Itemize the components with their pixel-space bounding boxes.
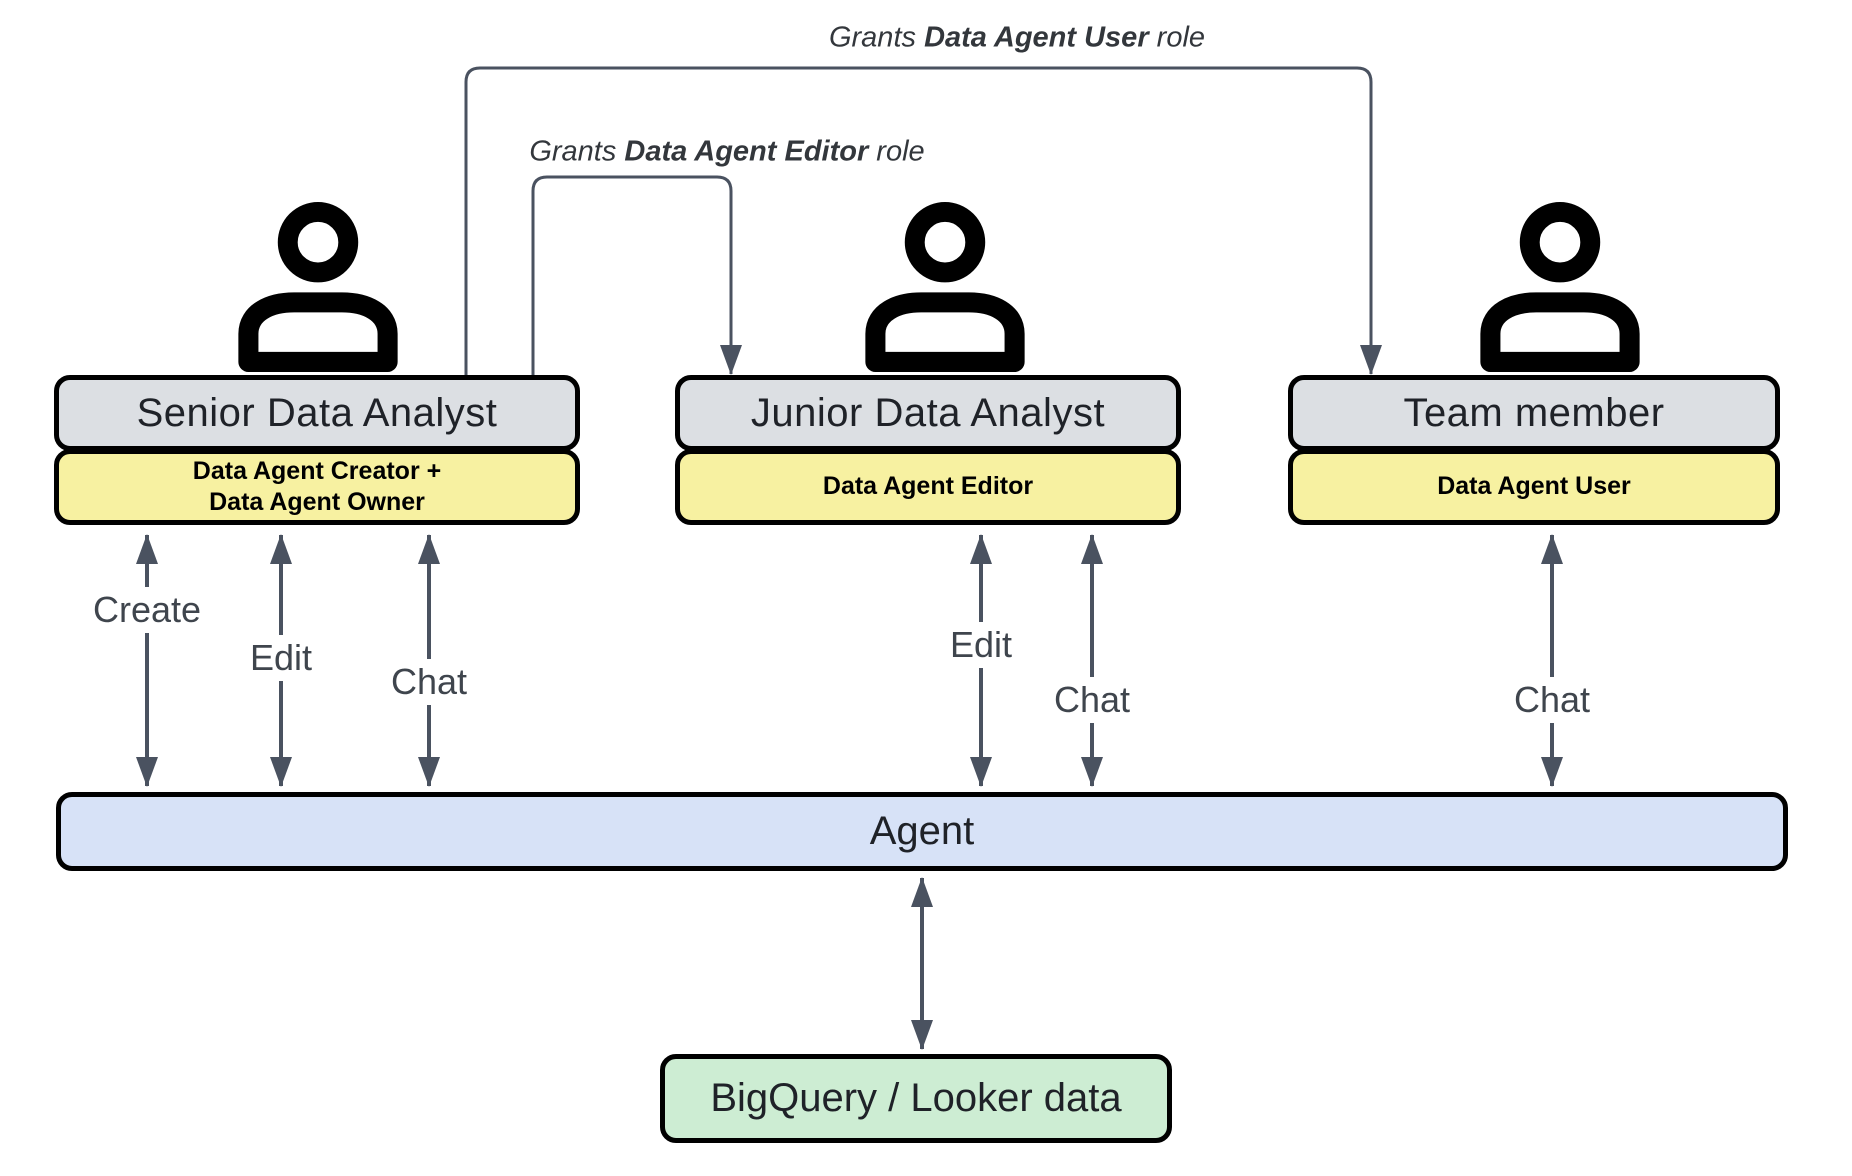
grant-editor-prefix: Grants <box>529 135 625 168</box>
junior-analyst-title-box: Junior Data Analyst <box>675 375 1181 451</box>
bigquery-looker-data-label: BigQuery / Looker data <box>710 1076 1122 1120</box>
person-icon <box>865 201 1025 372</box>
grant-user-role-arrow <box>464 66 1382 377</box>
grant-user-suffix: role <box>1148 21 1206 54</box>
team-member-role-box: Data Agent User <box>1288 449 1780 525</box>
junior-chat-label: Chat <box>1045 677 1139 723</box>
agent-label: Agent <box>869 809 975 853</box>
senior-analyst-title-box: Senior Data Analyst <box>54 375 580 451</box>
grant-editor-suffix: role <box>868 135 925 168</box>
senior-edit-label: Edit <box>241 635 321 681</box>
grant-user-prefix: Grants <box>828 21 925 54</box>
grant-editor-role-arrow <box>531 175 742 377</box>
junior-analyst-role-box: Data Agent Editor <box>675 449 1181 525</box>
grant-user-role-annotation: Grants Data Agent User role <box>829 22 1205 55</box>
junior-role-line-1: Data Agent Editor <box>822 472 1034 501</box>
senior-create-label: Create <box>84 587 210 633</box>
person-icon <box>238 201 398 372</box>
agent-box: Agent <box>56 792 1788 871</box>
person-icon <box>1480 201 1640 372</box>
senior-analyst-role-box: Data Agent Creator + Data Agent Owner <box>54 449 580 525</box>
senior-chat-label: Chat <box>382 659 476 705</box>
team-member-title: Team member <box>1403 390 1665 435</box>
grant-editor-target: Data Agent Editor <box>624 135 869 168</box>
team-chat-label: Chat <box>1505 677 1599 723</box>
junior-edit-label: Edit <box>941 622 1021 668</box>
senior-analyst-title: Senior Data Analyst <box>136 390 498 435</box>
bigquery-looker-data-box: BigQuery / Looker data <box>660 1054 1172 1143</box>
team-role-line-1: Data Agent User <box>1437 472 1631 501</box>
senior-role-line-1: Data Agent Creator + <box>192 456 442 485</box>
senior-role-line-2: Data Agent Owner <box>209 488 425 516</box>
grant-editor-role-annotation: Grants Data Agent Editor role <box>529 136 924 169</box>
junior-analyst-title: Junior Data Analyst <box>750 390 1106 435</box>
team-member-title-box: Team member <box>1288 375 1780 451</box>
grant-user-target: Data Agent User <box>924 21 1149 54</box>
